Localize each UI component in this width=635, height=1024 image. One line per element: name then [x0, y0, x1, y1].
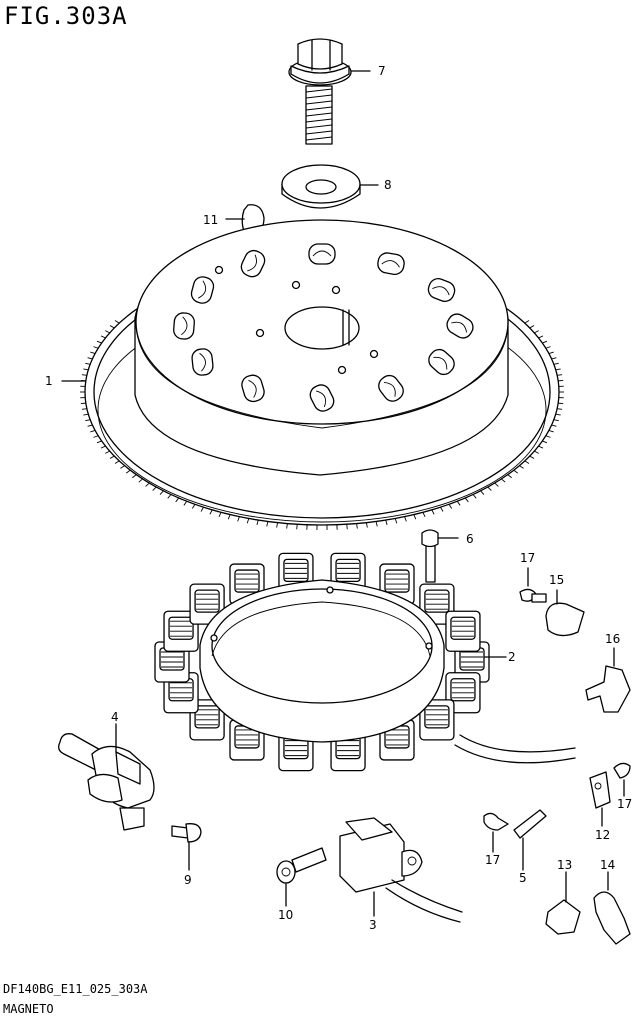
part-13-clamp[interactable]	[545, 871, 581, 935]
part-14-holder[interactable]	[593, 871, 631, 945]
callout-17-upper: 17	[520, 551, 535, 565]
callout-6: 6	[466, 532, 474, 546]
part-1-flywheel[interactable]	[61, 219, 564, 530]
callout-7: 7	[378, 64, 386, 78]
callout-10: 10	[278, 908, 293, 922]
callout-12: 12	[595, 828, 610, 842]
part-17-bolt-lower[interactable]	[483, 812, 509, 853]
callout-8: 8	[384, 178, 392, 192]
part-6-bolt[interactable]	[421, 529, 459, 583]
part-4-sensor[interactable]	[58, 723, 155, 831]
callout-1: 1	[45, 374, 53, 388]
part-9-screw[interactable]	[171, 823, 202, 871]
part-8-washer[interactable]	[281, 164, 379, 209]
callout-14: 14	[600, 858, 615, 872]
part-16-holder[interactable]	[585, 647, 631, 713]
part-17-bolt-upper[interactable]	[519, 567, 547, 603]
callout-4: 4	[111, 710, 119, 724]
figure-title: FIG.303A	[4, 2, 128, 30]
figure-subtitle: MAGNETO	[3, 1002, 54, 1016]
callout-13: 13	[557, 858, 572, 872]
callout-2: 2	[508, 650, 516, 664]
part-17-bolt-right[interactable]	[613, 762, 631, 797]
callout-16: 16	[605, 632, 620, 646]
callout-11: 11	[203, 213, 218, 227]
part-3-coil[interactable]	[339, 817, 463, 923]
drawing-code: DF140BG_E11_025_303A	[3, 982, 148, 996]
callout-15: 15	[549, 573, 564, 587]
callout-17-right: 17	[617, 797, 632, 811]
callout-9: 9	[184, 873, 192, 887]
part-7-bolt[interactable]	[288, 38, 371, 145]
part-5-clip[interactable]	[513, 809, 547, 871]
callout-17-lower: 17	[485, 853, 500, 867]
callout-5: 5	[519, 871, 527, 885]
callout-3: 3	[369, 918, 377, 932]
part-10-bolt[interactable]	[276, 847, 327, 907]
part-15-clamp[interactable]	[545, 589, 585, 637]
part-12-bracket[interactable]	[589, 771, 611, 827]
part-2-stator[interactable]	[154, 552, 576, 772]
